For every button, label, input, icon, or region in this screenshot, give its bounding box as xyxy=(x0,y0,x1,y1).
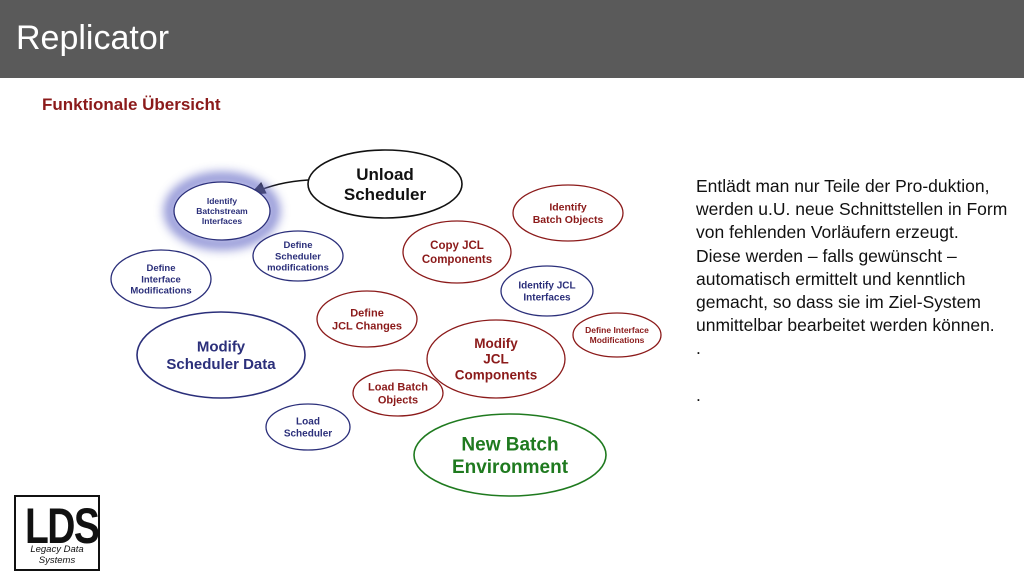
node-label-line: Batchstream xyxy=(196,206,248,216)
node-label-line: JCL xyxy=(483,352,509,367)
node-label-line: Scheduler xyxy=(275,251,321,262)
node-ellipse xyxy=(512,184,624,242)
node-label-line: Identify xyxy=(549,201,586,213)
node-ellipse xyxy=(265,403,351,451)
node-label-line: Batch Objects xyxy=(533,214,604,226)
node-label-line: Define xyxy=(283,240,312,251)
node-label-line: Environment xyxy=(452,457,569,478)
description-blank xyxy=(696,361,1014,384)
node-ellipse xyxy=(413,413,607,497)
slide-title: Replicator xyxy=(16,19,170,57)
node-ellipse xyxy=(252,230,344,282)
node-label-line: Interfaces xyxy=(202,216,242,226)
node-label-line: Identify xyxy=(207,196,237,206)
node-ellipse xyxy=(173,181,271,241)
node-label-line: Objects xyxy=(378,394,418,406)
description-dot-1: . xyxy=(696,338,701,359)
node-label-line: Load xyxy=(296,417,320,428)
description-paragraph-2: Diese werden – falls gewünscht – automat… xyxy=(696,245,995,336)
node-ellipse xyxy=(136,311,306,399)
node-label-line: Modifications xyxy=(130,286,191,297)
node-label-line: Modify xyxy=(474,336,518,351)
node-label-line: Scheduler Data xyxy=(166,356,276,373)
description-paragraph-1: Entlädt man nur Teile der Pro-duktion, w… xyxy=(696,176,1008,243)
node-label-line: modifications xyxy=(267,263,329,274)
description-dot-2: . xyxy=(696,384,701,405)
logo-subtitle: Legacy Data Systems xyxy=(30,544,84,566)
node-ellipse xyxy=(110,249,212,309)
node-ellipse xyxy=(316,290,418,348)
node-ellipse xyxy=(426,319,566,399)
node-label-line: New Batch xyxy=(461,434,558,455)
node-label-line: Components xyxy=(455,368,538,383)
title-bar: Replicator xyxy=(0,0,1024,78)
node-label-line: Interfaces xyxy=(523,292,571,303)
node-label-line: JCL Changes xyxy=(332,320,402,332)
node-label-line: Scheduler xyxy=(344,185,427,204)
node-label-line: Modifications xyxy=(590,335,645,345)
logo-letters: LDS xyxy=(25,498,100,554)
node-ellipse xyxy=(500,265,594,317)
node-label-line: Define xyxy=(350,307,384,319)
node-label-line: Identify JCL xyxy=(518,281,575,292)
description-text: Entlädt man nur Teile der Pro-duktion, w… xyxy=(696,175,1014,407)
node-label-line: Copy JCL xyxy=(430,240,484,252)
node-ellipse xyxy=(402,220,512,284)
node-label-line: Scheduler xyxy=(284,428,332,439)
node-label-line: Components xyxy=(422,254,492,266)
node-ellipse xyxy=(307,149,463,219)
node-ellipse xyxy=(352,369,444,417)
node-copy-jcl-components: Copy JCL Components xyxy=(402,220,512,284)
lds-logo: LDS Legacy Data Systems xyxy=(14,495,100,571)
node-label-line: Unload xyxy=(356,165,414,184)
section-subtitle: Funktionale Übersicht xyxy=(42,95,221,114)
node-label-line: Define xyxy=(146,263,175,274)
node-label-line: Define Interface xyxy=(585,325,649,335)
node-label-line: Interface xyxy=(141,274,181,285)
node-ellipse xyxy=(572,312,662,358)
node-highlight-glow xyxy=(164,172,280,250)
node-label-line: Modify xyxy=(197,338,246,355)
node-label-line: Load Batch xyxy=(368,381,428,393)
